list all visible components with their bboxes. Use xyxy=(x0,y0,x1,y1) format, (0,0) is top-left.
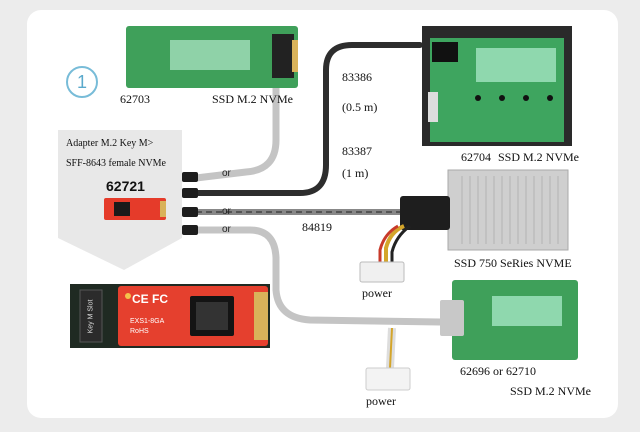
adapter-gold-edge xyxy=(254,292,268,340)
cable-light-top xyxy=(192,84,280,182)
label-cable-83386: 83386 xyxy=(342,70,372,84)
or-label-1: or xyxy=(222,168,231,179)
power-wires-top xyxy=(384,224,405,262)
power-plug-bottom xyxy=(365,367,411,391)
label-62704-code: 62704 xyxy=(461,150,491,164)
connector-2 xyxy=(182,188,198,198)
power-plug-top xyxy=(359,261,405,283)
board-62696-connector xyxy=(440,300,464,336)
cable-light-bottom xyxy=(192,226,444,326)
label-62696-code: 62696 or 62710 xyxy=(460,364,536,378)
or-label-3: or xyxy=(222,224,231,235)
card-62703-pins xyxy=(292,40,298,72)
label-62696-name: SSD M.2 NVMe xyxy=(510,384,592,398)
label-cable-84819: 84819 xyxy=(302,220,332,234)
label-cable-83387: 83387 xyxy=(342,144,372,158)
adapter-rohs-text: RoHS xyxy=(130,328,149,335)
label-62703-name: SSD M.2 NVMe xyxy=(212,92,294,106)
key-m-slot-label: Key M Slot xyxy=(87,299,95,333)
board-62704-slot xyxy=(476,48,556,82)
connector-4 xyxy=(182,225,198,235)
label-62704-name: SSD M.2 NVMe xyxy=(498,150,580,164)
or-label-2: or xyxy=(222,206,231,217)
step-number-badge: 1 xyxy=(66,66,98,98)
label-power-bottom: power xyxy=(366,394,396,408)
label-adapter-line2: SFF-8643 female NVMe xyxy=(66,158,166,169)
label-cable-83387-length: (1 m) xyxy=(342,166,369,180)
ssd750-connector xyxy=(400,196,450,230)
label-ssd750: SSD 750 SeRies NVME xyxy=(454,256,572,270)
key-m-slot xyxy=(79,289,103,343)
board-62704-connector xyxy=(432,42,458,62)
cable-dark-long xyxy=(193,42,423,196)
board-62696-slot xyxy=(492,296,562,326)
board-62704-power xyxy=(428,92,438,122)
label-power-top: power xyxy=(362,286,392,300)
label-62703-code: 62703 xyxy=(120,92,150,106)
label-adapter-line1: Adapter M.2 Key M> xyxy=(66,138,154,149)
adapter-62721-small xyxy=(104,198,166,220)
ssd750-body xyxy=(447,169,569,251)
ce-mark: CE FC xyxy=(132,292,168,306)
card-62703-connector xyxy=(272,34,294,78)
connector-3 xyxy=(182,207,198,217)
label-cable-83386-length: (0.5 m) xyxy=(342,100,378,114)
label-adapter-code: 62721 xyxy=(106,178,145,194)
connector-1 xyxy=(182,172,198,182)
card-62703-slot xyxy=(170,40,250,70)
adapter-model-text: EXS1-8GA xyxy=(130,318,165,325)
ssd750-fins xyxy=(461,176,559,244)
key-m-slot-text-wrap: Key M Slot xyxy=(81,296,101,336)
